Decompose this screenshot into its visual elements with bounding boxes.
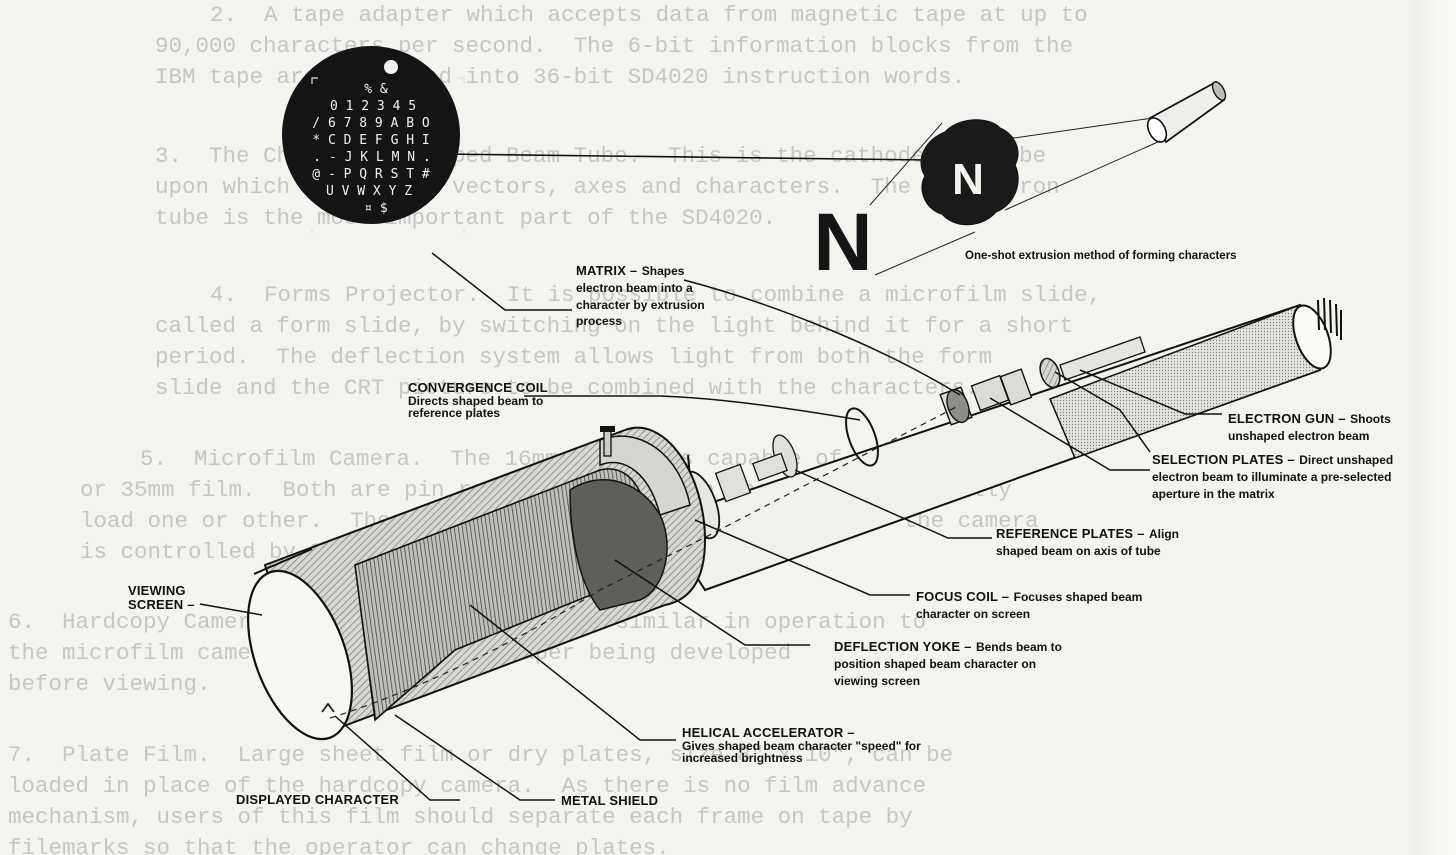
label-title: METAL SHIELD: [561, 793, 659, 808]
matrix-row: U V W X Y Z: [326, 184, 412, 199]
deflection-yoke-label: DEFLECTION YOKE – Bends beam to position…: [834, 639, 1064, 689]
label-description: Directs shaped beam to reference plates: [408, 393, 544, 421]
bg-line: called a form slide, by switching on the…: [155, 313, 1074, 339]
matrix-letter: N: [952, 155, 984, 204]
label-description: Shapes electron beam into a character by…: [576, 264, 705, 329]
bg-line: 90,000 characters per second. The 6-bit …: [155, 33, 1074, 59]
charactron-tube: [246, 297, 1342, 741]
page-edge: [1412, 0, 1456, 855]
label-title: HELICAL ACCELERATOR –: [682, 725, 855, 740]
matrix-row: * C D E F G H I: [312, 133, 429, 148]
bg-line: mechanism, users of this film should sep…: [8, 804, 913, 830]
bg-line: IBM tape are assembled into 36-bit SD402…: [155, 64, 966, 90]
matrix-row: . - J K L M N .: [313, 150, 430, 165]
extrusion-caption: One-shot extrusion method of forming cha…: [965, 250, 1237, 262]
label-title: SELECTION PLATES –: [1152, 452, 1295, 467]
bg-line: period. The deflection system allows lig…: [155, 344, 993, 370]
label-title: CONVERGENCE COIL: [408, 380, 548, 395]
matrix-characters: % & 0 1 2 3 4 5 / 6 7 8 9 A B O * C D E …: [312, 82, 430, 216]
matrix-row: @ - P Q R S T #: [312, 167, 430, 182]
bg-line: 2. A tape adapter which accepts data fro…: [210, 2, 1088, 28]
matrix-row: / 6 7 8 9 A B O: [312, 116, 430, 131]
label-title: DEFLECTION YOKE –: [834, 639, 972, 654]
focus-coil-label: FOCUS COIL – Focuses shaped beam charact…: [916, 589, 1156, 623]
helical-accelerator-label: HELICAL ACCELERATOR – Gives shaped beam …: [682, 726, 930, 765]
bg-line: before viewing.: [8, 671, 211, 697]
displayed-character-label: DISPLAYED CHARACTER: [236, 793, 436, 807]
extruded-letter: N: [813, 197, 872, 288]
matrix-disk: % & 0 1 2 3 4 5 / 6 7 8 9 A B O * C D E …: [282, 46, 465, 234]
label-title: DISPLAYED CHARACTER: [236, 792, 399, 807]
bg-line: filemarks so that the operator can chang…: [8, 835, 670, 855]
label-description: Shoots unshaped electron beam: [1228, 412, 1391, 443]
convergence-coil-label: CONVERGENCE COIL Directs shaped beam to …: [408, 381, 598, 420]
label-title: VIEWING SCREEN –: [128, 583, 195, 612]
bg-line: 4. Forms Projector. It is possible to co…: [210, 282, 1102, 308]
label-title: ELECTRON GUN –: [1228, 411, 1346, 426]
selection-plates-label: SELECTION PLATES – Direct unshaped elect…: [1152, 452, 1398, 502]
label-description: Gives shaped beam character "speed" for …: [682, 738, 921, 766]
metal-shield-label: METAL SHIELD: [561, 794, 691, 808]
matrix-label: MATRIX – Shapes electron beam into a cha…: [576, 263, 728, 330]
label-title: FOCUS COIL –: [916, 589, 1010, 604]
matrix-connector-line: [443, 153, 931, 161]
matrix-row: ¤ $: [364, 201, 388, 216]
bg-line: 7. Plate Film. Large sheet film or dry p…: [8, 742, 954, 768]
label-description: Bends beam to position shaped beam chara…: [834, 640, 1062, 688]
matrix-row: 0 1 2 3 4 5: [330, 99, 416, 114]
label-description: Direct unshaped electron beam to illumin…: [1152, 453, 1394, 501]
label-description: Align shaped beam on axis of tube: [996, 527, 1180, 558]
label-description: Focuses shaped beam character on screen: [916, 590, 1143, 621]
bg-line: loaded in place of the hardcopy camera. …: [8, 773, 927, 799]
matrix-row: % &: [364, 82, 388, 97]
extrusion-illustration: N N One-shot extrusion method of forming…: [813, 80, 1237, 288]
leader-lines: [199, 252, 1222, 801]
reference-plates-label: REFERENCE PLATES – Align shaped beam on …: [996, 526, 1196, 560]
viewing-screen-label: VIEWING SCREEN –: [128, 584, 202, 611]
electron-gun-label: ELECTRON GUN – Shoots unshaped electron …: [1228, 411, 1404, 445]
label-title: MATRIX –: [576, 263, 638, 278]
label-title: REFERENCE PLATES –: [996, 526, 1145, 541]
